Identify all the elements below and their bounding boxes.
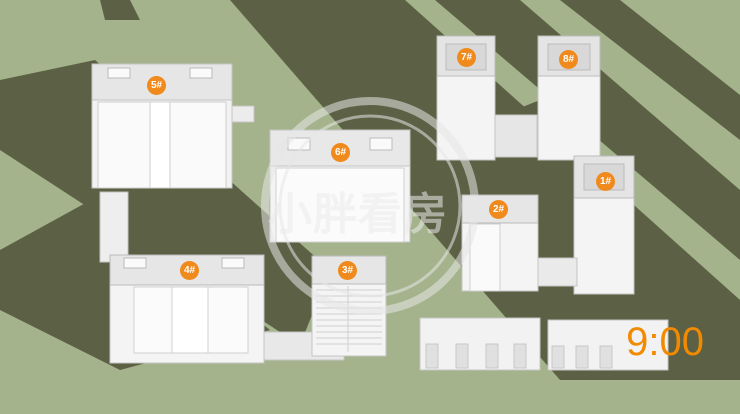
building-label-3: 3# [338,261,357,280]
building-label-4: 4# [180,261,199,280]
watermark-text: 小胖看房 [268,189,448,240]
building-5[interactable] [91,63,255,189]
building-label-2: 2# [489,200,508,219]
low-rise-block-right[interactable] [547,319,669,371]
time-display: 9:00 [626,320,704,364]
circle-logo-watermark [261,97,479,315]
low-rise-block-left[interactable] [419,317,541,371]
building-label-5: 5# [147,76,166,95]
building-label-6: 6# [331,143,350,162]
building-label-7: 7# [457,48,476,67]
building-label-8: 8# [559,50,578,69]
building-label-1: 1# [596,172,615,191]
